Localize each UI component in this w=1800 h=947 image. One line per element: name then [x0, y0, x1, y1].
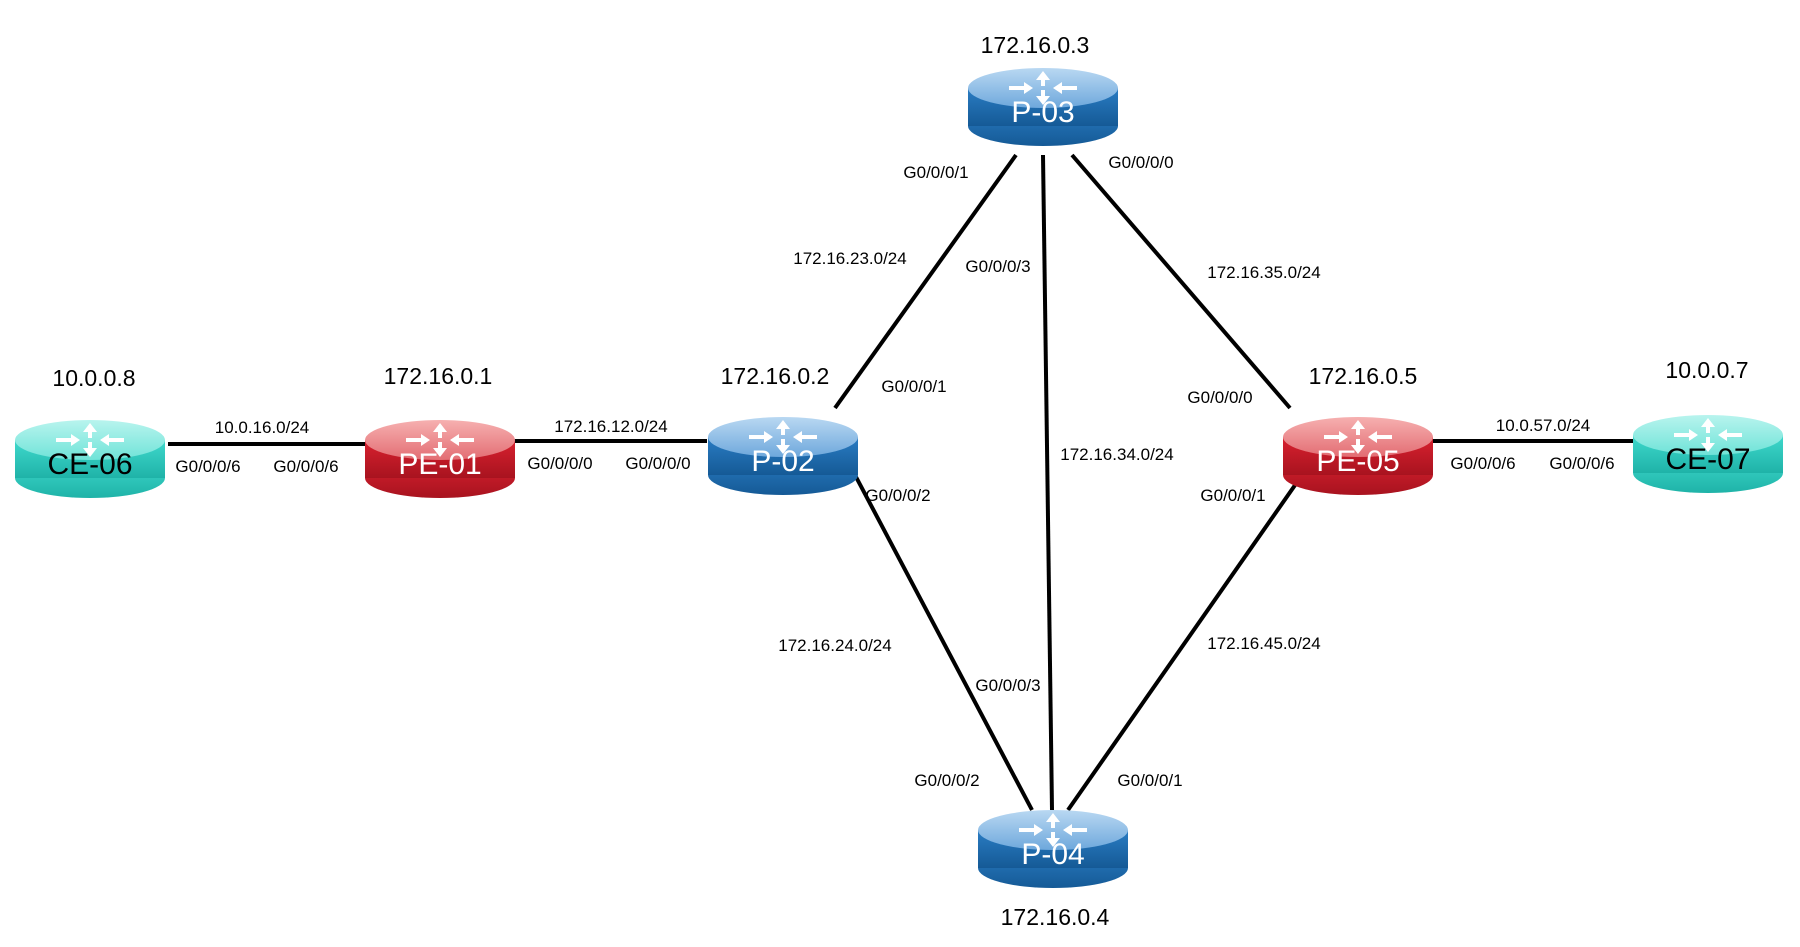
- router-p02[interactable]: P-02: [708, 417, 858, 495]
- loopback-ce06: 10.0.0.8: [52, 365, 135, 391]
- router-name-p02: P-02: [751, 445, 814, 478]
- link-p03-pe05: [1070, 153, 1292, 410]
- loopback-ce07: 10.0.0.7: [1665, 357, 1748, 383]
- loopback-pe01: 172.16.0.1: [384, 363, 493, 389]
- router-p04[interactable]: P-04: [978, 810, 1128, 888]
- router-icon: [406, 423, 474, 457]
- iface-pe05-to-p04: G0/0/0/1: [1200, 486, 1265, 505]
- router-ce07[interactable]: CE-07: [1633, 415, 1783, 493]
- router-name-pe05: PE-05: [1316, 445, 1399, 478]
- iface-p02-to-p04: G0/0/0/2: [865, 486, 930, 505]
- router-name-pe01: PE-01: [398, 448, 481, 481]
- router-name-p04: P-04: [1021, 838, 1084, 871]
- subnet-p02-p04: 172.16.24.0/24: [778, 636, 891, 655]
- subnet-p04-pe05: 172.16.45.0/24: [1207, 634, 1320, 653]
- iface-p04-to-p03: G0/0/0/3: [975, 676, 1040, 695]
- link-p02-p03: [833, 153, 1018, 410]
- iface-pe05-to-ce07: G0/0/0/6: [1450, 454, 1515, 473]
- router-icon: [1674, 418, 1742, 452]
- link-p04-pe05: [1066, 476, 1302, 812]
- loopback-labels: 10.0.0.8 172.16.0.1 172.16.0.2 172.16.0.…: [52, 32, 1748, 930]
- subnet-pe05-ce07: 10.0.57.0/24: [1496, 416, 1591, 435]
- subnet-p02-p03: 172.16.23.0/24: [793, 249, 906, 268]
- router-p03[interactable]: P-03: [968, 68, 1118, 146]
- loopback-p04: 172.16.0.4: [1001, 904, 1110, 930]
- subnet-pe01-p02: 172.16.12.0/24: [554, 417, 667, 436]
- iface-pe05-to-p03: G0/0/0/0: [1187, 388, 1252, 407]
- subnet-p03-pe05: 172.16.35.0/24: [1207, 263, 1320, 282]
- loopback-pe05: 172.16.0.5: [1309, 363, 1418, 389]
- iface-pe01-to-p02: G0/0/0/0: [527, 454, 592, 473]
- loopback-p02: 172.16.0.2: [721, 363, 830, 389]
- link-p03-p04: [1041, 154, 1054, 811]
- subnet-labels: 10.0.16.0/24 172.16.12.0/24 172.16.23.0/…: [215, 249, 1591, 655]
- iface-p02-to-pe01: G0/0/0/0: [625, 454, 690, 473]
- iface-p04-to-pe05: G0/0/0/1: [1117, 771, 1182, 790]
- subnet-ce06-pe01: 10.0.16.0/24: [215, 418, 310, 437]
- links: [168, 153, 1633, 812]
- link-p02-p04: [853, 474, 1034, 811]
- router-icon: [749, 420, 817, 454]
- iface-p04-to-p02: G0/0/0/2: [914, 771, 979, 790]
- iface-p03-to-pe05: G0/0/0/0: [1108, 153, 1173, 172]
- iface-p03-to-p02: G0/0/0/1: [903, 163, 968, 182]
- iface-pe01-to-ce06: G0/0/0/6: [273, 457, 338, 476]
- router-ce06[interactable]: CE-06: [15, 420, 165, 498]
- subnet-p03-p04: 172.16.34.0/24: [1060, 445, 1173, 464]
- iface-p02-to-p03: G0/0/0/1: [881, 377, 946, 396]
- loopback-p03: 172.16.0.3: [981, 32, 1090, 58]
- router-icon: [1019, 813, 1087, 847]
- iface-ce06-to-pe01: G0/0/0/6: [175, 457, 240, 476]
- interface-labels: G0/0/0/6 G0/0/0/6 G0/0/0/0 G0/0/0/0 G0/0…: [175, 153, 1614, 790]
- iface-ce07-to-pe05: G0/0/0/6: [1549, 454, 1614, 473]
- router-icon: [56, 423, 124, 457]
- router-pe01[interactable]: PE-01: [365, 420, 515, 498]
- router-icon: [1009, 71, 1077, 105]
- router-name-ce06: CE-06: [47, 448, 132, 481]
- iface-p03-to-p04: G0/0/0/3: [965, 257, 1030, 276]
- router-pe05[interactable]: PE-05: [1283, 417, 1433, 495]
- router-name-ce07: CE-07: [1665, 443, 1750, 476]
- router-icon: [1324, 420, 1392, 454]
- router-name-p03: P-03: [1011, 96, 1074, 129]
